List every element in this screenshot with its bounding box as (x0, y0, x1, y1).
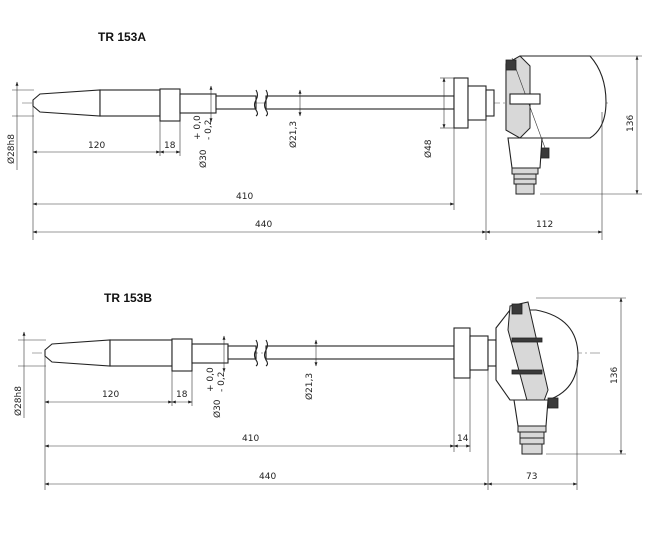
flange-d48 (453, 77, 469, 129)
head-housing (505, 55, 607, 139)
probe-collar (171, 338, 193, 372)
dim-d48: Ø48 (423, 139, 434, 158)
dim-length-440: 440 (255, 220, 272, 230)
dim-d28: Ø28h8 (13, 386, 24, 416)
terminal-bar (511, 369, 543, 375)
gland-nut (517, 425, 547, 433)
break-mark (253, 89, 259, 117)
lid-screw (547, 397, 559, 409)
dim-d21: Ø21,3 (304, 373, 315, 400)
cable-gland-body (513, 399, 549, 427)
cable-gland-body (507, 137, 543, 169)
nipple (469, 335, 489, 371)
dim-length-410: 410 (236, 192, 253, 202)
thermowell (32, 77, 495, 129)
view-tr153b: TR 153B (13, 291, 626, 490)
dim-length-120: 120 (88, 141, 105, 151)
dim-height-136: 136 (626, 115, 636, 132)
lid-screw (505, 59, 517, 71)
tube-segment-2 (265, 345, 455, 360)
dim-length-73: 73 (526, 472, 537, 482)
dim-tol-minus: - 0,2 (204, 120, 214, 140)
terminal-bar (511, 337, 543, 343)
probe-collar (159, 88, 181, 122)
gland-nut (513, 178, 537, 185)
dim-tol-plus: + 0,0 (206, 367, 216, 392)
thermowell (44, 327, 497, 379)
dimensions: Ø28h8 120 18 Ø30 + 0,0 - 0,2 Ø21,3 410 (13, 297, 626, 490)
dim-d28: Ø28h8 (6, 134, 17, 164)
shaft-d30 (191, 343, 229, 364)
tube-segment-1 (215, 95, 257, 110)
flange (453, 327, 471, 379)
terminal-block (509, 93, 541, 105)
gland-seal (521, 443, 543, 455)
nipple (467, 85, 487, 121)
dim-tol-minus: - 0,2 (217, 372, 227, 392)
gland-nut (511, 167, 539, 175)
probe-taper (99, 89, 161, 117)
view-title: TR 153A (98, 30, 146, 44)
gland-seal (515, 183, 535, 195)
tube-segment-2 (265, 95, 455, 110)
nipple-neck (487, 339, 497, 367)
dim-length-440: 440 (259, 472, 276, 482)
dim-d30: Ø30 (212, 399, 223, 418)
connection-head (495, 301, 579, 455)
dim-tol-plus: + 0,0 (193, 115, 203, 140)
dim-length-410: 410 (242, 434, 259, 444)
view-title: TR 153B (104, 291, 152, 305)
break-mark (263, 89, 269, 117)
probe-taper (109, 339, 173, 367)
dim-d21: Ø21,3 (288, 121, 299, 148)
dim-d30: Ø30 (198, 149, 209, 168)
tube-segment-1 (227, 345, 257, 360)
gland-nut (513, 173, 537, 180)
dim-height-136: 136 (610, 367, 620, 384)
gland-nut (519, 437, 545, 445)
dim-length-120: 120 (102, 390, 119, 400)
nipple-neck (485, 89, 495, 117)
dim-length-112: 112 (536, 220, 553, 230)
lid-screw (511, 303, 523, 315)
dim-length-18: 18 (164, 141, 176, 151)
view-tr153a: TR 153A (6, 30, 642, 240)
probe-tip (44, 339, 111, 367)
break-mark (253, 339, 259, 367)
dimensions: Ø28h8 120 18 Ø30 + 0,0 - 0,2 Ø21,3 Ø48 (6, 55, 642, 240)
shaft-d30 (179, 93, 217, 114)
break-mark (263, 339, 269, 367)
dim-length-14: 14 (457, 434, 469, 444)
connection-head (505, 55, 607, 195)
gland-nut (519, 431, 545, 439)
dim-length-18: 18 (176, 390, 188, 400)
probe-tip (32, 89, 101, 117)
